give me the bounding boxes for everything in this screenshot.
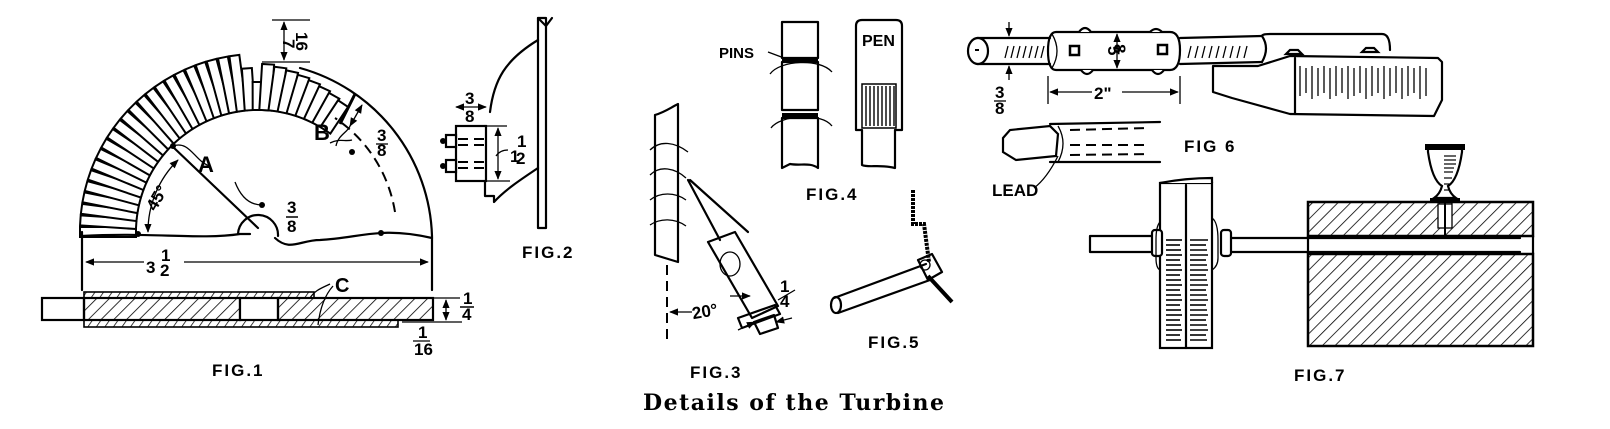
nozzle-holder (706, 230, 780, 320)
fig2-caption: FIG.2 (522, 243, 575, 262)
turbine-blade (144, 86, 189, 140)
turbine-blades (78, 53, 350, 238)
fig3-dim-thickness-num: 1 (780, 277, 789, 296)
dim-thickness-num: 1 (463, 289, 472, 308)
bucket-blade (285, 73, 311, 118)
turbine-blade (216, 55, 241, 115)
fig1-caption: FIG.1 (212, 361, 265, 380)
dim-length-whole: 3 (146, 258, 155, 277)
turbine-blade (153, 79, 196, 135)
bearing-block-top (1306, 200, 1535, 238)
bucket-blade (294, 78, 322, 122)
dim-length-num: 1 (161, 246, 170, 265)
turbine-blade (119, 109, 171, 157)
drawing-caption: Details of the Turbine (643, 390, 946, 416)
turbine-blade (183, 64, 218, 123)
turbine-blade (112, 118, 166, 164)
turbine-blade (173, 68, 210, 127)
hub-left (1150, 228, 1164, 258)
fig2-dim-width-den: 8 (465, 107, 474, 126)
figure-6: 5 8 3 8 2" (966, 22, 1444, 200)
fig6-dim-height-num: 5 (1104, 46, 1123, 55)
coupling-sleeve (1046, 30, 1182, 72)
turbine-blade (79, 202, 139, 223)
hub-section-left (82, 296, 242, 322)
bearing-block-bottom (1306, 252, 1535, 348)
turbine-blade (81, 191, 141, 215)
fig6-dim-diameter-den: 8 (995, 99, 1004, 118)
label-pins: PINS (719, 45, 754, 62)
turbine-blade (240, 66, 256, 112)
label-a: A (198, 152, 214, 177)
figure-5: FIG.5 (829, 190, 954, 352)
label-c: C (335, 275, 349, 297)
figure-4: PINS PEN FIG.4 (719, 18, 904, 204)
turbine-blade (163, 74, 203, 131)
turbine-blade (194, 60, 225, 120)
dim-blade-num: 7 (279, 39, 298, 48)
fig6-caption: FIG 6 (1184, 137, 1237, 156)
shaft-end (40, 296, 86, 322)
bucket-blade (276, 69, 300, 116)
figure-2: 3 8 1 1 2 FIG.2 (440, 16, 575, 262)
figure-7: FIG.7 (1088, 144, 1535, 385)
fig6-block (1211, 54, 1444, 118)
figure-3: 20° 1 4 FIG.3 (649, 102, 796, 382)
fig3-dim-angle: 20° (691, 300, 720, 323)
square-bar (1001, 124, 1060, 162)
fig3-caption: FIG.3 (690, 363, 743, 382)
fig7-shaft-left (1088, 234, 1154, 254)
turbine-blade (86, 168, 146, 199)
fig6-rod-left (975, 36, 1052, 66)
hub-right (1219, 228, 1233, 258)
dim-rw-num: 3 (377, 126, 386, 145)
fig6-dim-length: 2" (1094, 84, 1112, 103)
dim-rw-den: 8 (377, 141, 386, 160)
label-b: B (314, 120, 330, 145)
hub-section-right (276, 296, 435, 322)
fig2-dim-height-whole: 1 (510, 147, 519, 166)
bucket-blade (310, 91, 341, 130)
turbine-blade (228, 53, 248, 113)
disc-outer-arc (298, 66, 434, 292)
nozzle-arc (236, 213, 280, 238)
fig2-dim-height-num: 1 (517, 132, 526, 151)
fig7-caption: FIG.7 (1294, 366, 1347, 385)
bucket-blade (302, 84, 332, 126)
pen-nozzle (854, 18, 904, 170)
turbine-blade (135, 93, 183, 146)
dim-thickness-den: 4 (462, 305, 472, 324)
fig3-dim-thickness-den: 4 (780, 292, 790, 311)
dim-blade-den: 16 (292, 32, 311, 51)
fig6-dim-diameter-num: 3 (995, 83, 1004, 102)
dim-angle-45: 45° (142, 182, 171, 214)
fig2-dim-height-den: 2 (516, 149, 525, 168)
dim-rs-den: 8 (287, 217, 296, 236)
turbine-blade (205, 57, 233, 117)
shaft (536, 16, 548, 230)
fig5-rod (832, 262, 932, 315)
figure-1: 7 16 A B C 45° 3 8 3 8 3 1 2 1 4 1 16 FI… (40, 19, 474, 380)
fig5-caption: FIG.5 (868, 333, 921, 352)
fig4-caption: FIG.4 (806, 185, 859, 204)
dim-plate-den: 16 (414, 340, 433, 359)
label-lead: LEAD (992, 181, 1038, 200)
dim-length-den: 2 (160, 261, 169, 280)
dim-rs-num: 3 (287, 198, 296, 217)
fig6-dim-height-den: 8 (1110, 44, 1129, 53)
dim-plate-num: 1 (418, 323, 427, 342)
fig2-dim-width-num: 3 (465, 89, 474, 108)
inner-dashed-arc (334, 117, 396, 213)
blade-strip (653, 102, 680, 264)
turbine-blade (83, 179, 143, 207)
nozzle-block (454, 124, 488, 183)
label-pen: PEN (862, 33, 895, 50)
nozzle-line (170, 144, 260, 230)
